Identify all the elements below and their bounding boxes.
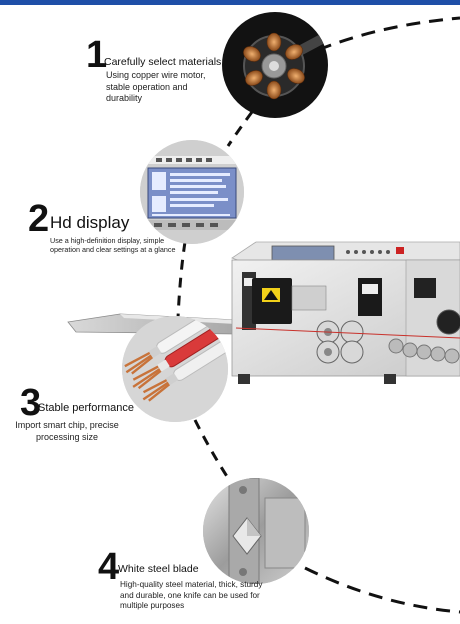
feature-number-4: 4: [98, 546, 120, 588]
stripped-wires-image: [122, 316, 228, 422]
feature-title-2: Hd display: [50, 213, 130, 232]
feature-description-1: Using copper wire motor, stable operatio…: [106, 70, 206, 104]
feature-number-2: 2: [28, 198, 50, 240]
display-image: [140, 140, 244, 244]
feature-title-3: Stable performance: [38, 402, 134, 414]
top-accent-bar: [0, 0, 460, 5]
feature-number-3: 3: [20, 382, 42, 424]
steel-blade-image: [203, 478, 309, 584]
feature-title-1: Carefully select materials: [104, 56, 222, 68]
feature-description-2: Use a high-definition display, simple op…: [50, 236, 176, 255]
motor-image: [222, 12, 328, 118]
feature-title-4: White steel blade: [118, 563, 199, 575]
feature-description-3: Import smart chip, precise processing si…: [15, 420, 119, 442]
feature-number-1: 1: [86, 34, 108, 76]
feature-description-4: High-quality steel material, thick, stur…: [120, 580, 263, 610]
